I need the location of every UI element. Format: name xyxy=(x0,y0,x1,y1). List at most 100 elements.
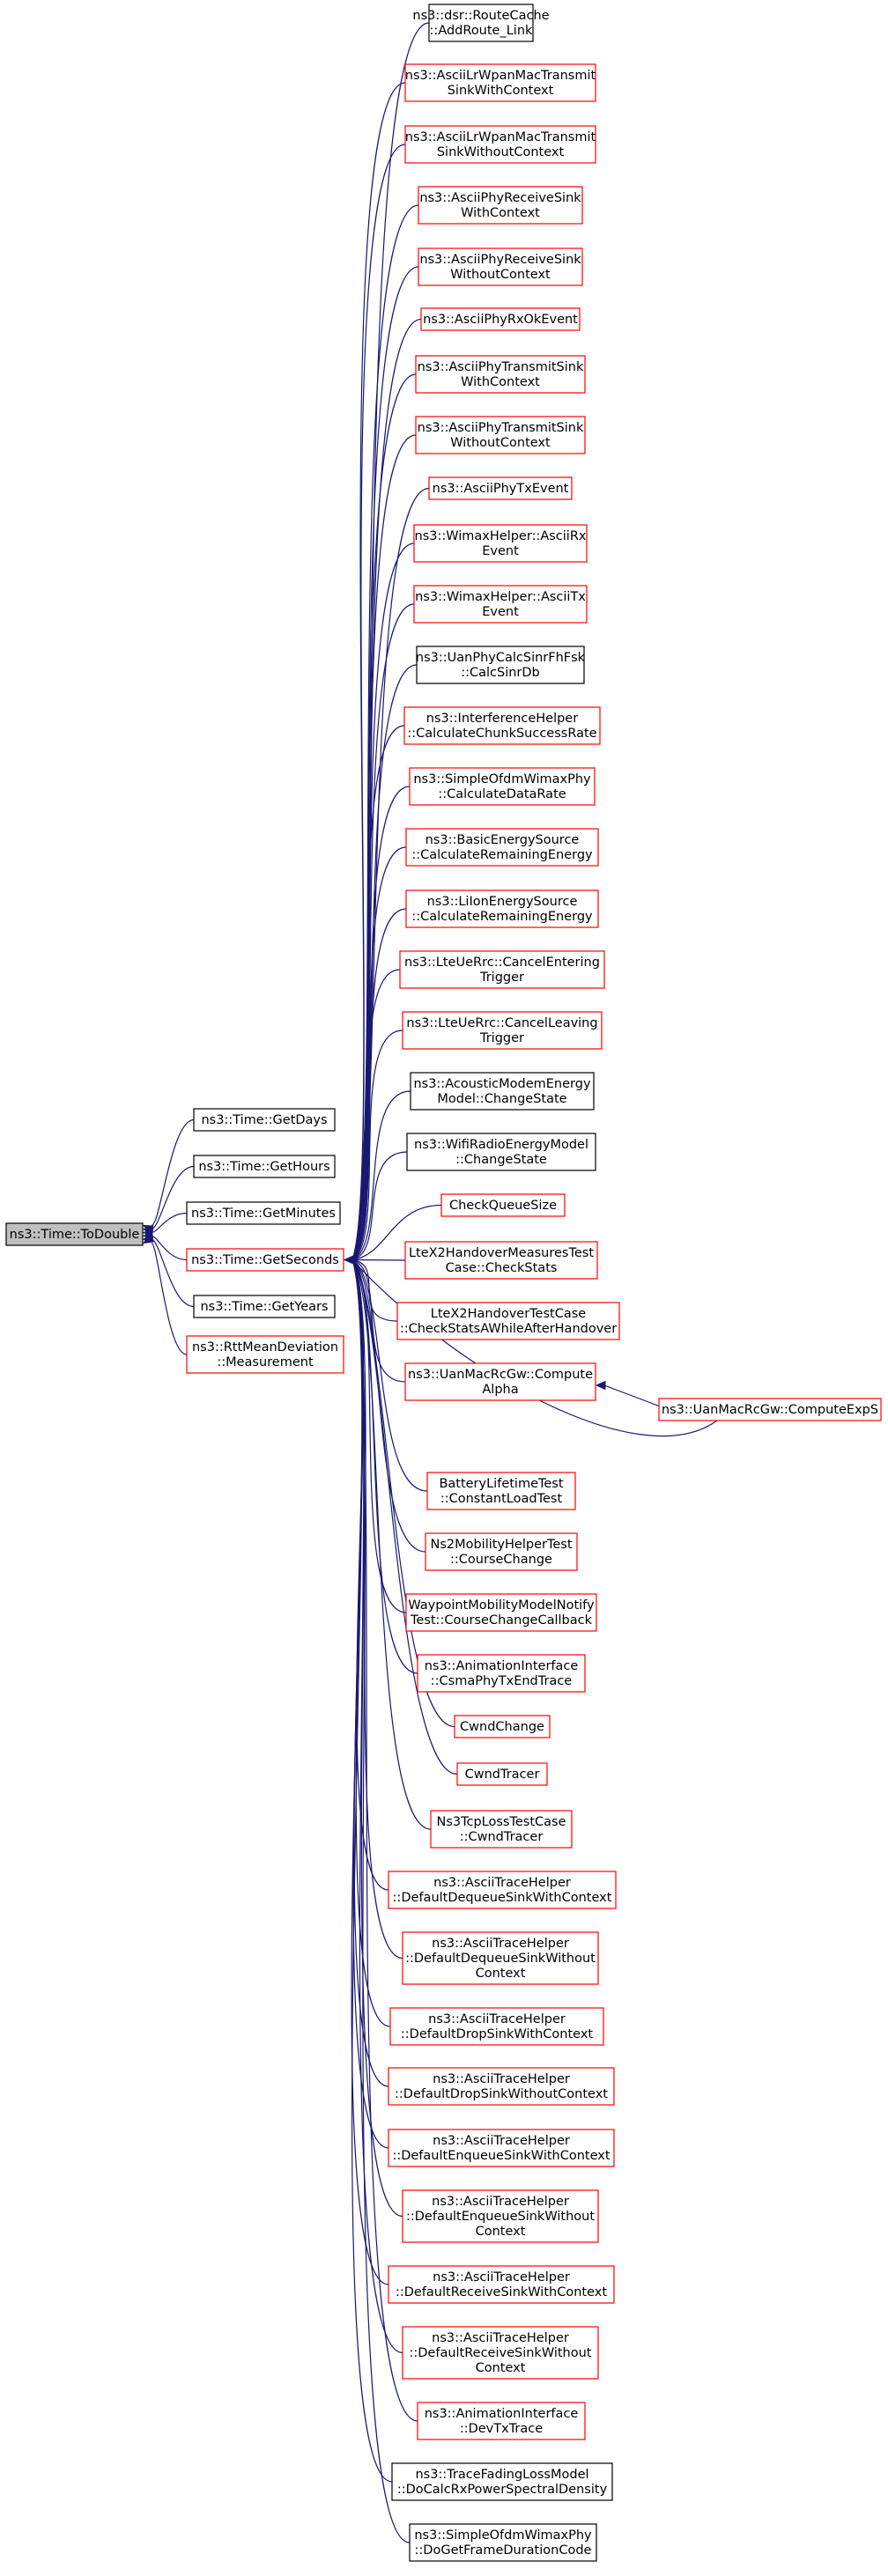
call-graph-nodes: ns3::Time::ToDoublens3::Time::GetDaysns3… xyxy=(5,4,882,2562)
graph-node-c41[interactable]: ns3::SimpleOfdmWimaxPhy::DoGetFrameDurat… xyxy=(409,2523,597,2562)
graph-node-box xyxy=(5,1222,144,1246)
graph-node-label: ns3::AsciiLrWpanMacTransmit xyxy=(405,130,596,144)
graph-node-label: BatteryLifetimeTest xyxy=(439,1477,563,1491)
graph-node-label: Trigger xyxy=(479,1031,524,1045)
graph-node-c39[interactable]: ns3::AnimationInterface::DevTxTrace xyxy=(417,2402,586,2440)
graph-node-c24[interactable]: BatteryLifetimeTest::ConstantLoadTest xyxy=(426,1472,576,1510)
graph-node-label: ns3::AsciiTraceHelper xyxy=(432,1937,569,1951)
graph-node-n6[interactable]: ns3::RttMeanDeviation::Measurement xyxy=(186,1335,344,1374)
graph-node-label: ns3::SimpleOfdmWimaxPhy xyxy=(413,772,591,786)
graph-node-n0[interactable]: ns3::Time::ToDouble xyxy=(5,1222,144,1246)
graph-node-label: ns3::AsciiTraceHelper xyxy=(433,2270,570,2284)
graph-node-c13[interactable]: ns3::SimpleOfdmWimaxPhy::CalculateDataRa… xyxy=(409,767,596,806)
graph-node-c12[interactable]: ns3::InterferenceHelper::CalculateChunkS… xyxy=(403,706,601,745)
graph-node-c1[interactable]: ns3::AsciiLrWpanMacTransmitSinkWithConte… xyxy=(404,63,596,102)
graph-node-label: ::CalculateDataRate xyxy=(438,787,566,801)
graph-node-n5[interactable]: ns3::Time::GetYears xyxy=(193,1295,336,1318)
graph-node-c11[interactable]: ns3::UanPhyCalcSinrFhFsk::CalcSinrDb xyxy=(416,646,586,684)
edge-c2-to-n4 xyxy=(352,144,406,1260)
graph-node-label: ns3::AsciiTraceHelper xyxy=(428,2012,566,2026)
graph-node-c14[interactable]: ns3::BasicEnergySource::CalculateRemaini… xyxy=(405,828,599,867)
graph-node-label: ns3::AsciiTraceHelper xyxy=(433,2134,570,2148)
graph-node-c36[interactable]: ns3::AsciiTraceHelper::DefaultEnqueueSin… xyxy=(402,2189,599,2243)
graph-node-c2[interactable]: ns3::AsciiLrWpanMacTransmitSinkWithoutCo… xyxy=(404,125,596,164)
arrow-n6-to-n0 xyxy=(142,1234,154,1244)
graph-node-c19[interactable]: ns3::WifiRadioEnergyModel::ChangeState xyxy=(406,1133,596,1171)
graph-node-label: ns3::Time::GetYears xyxy=(200,1300,328,1314)
graph-node-box xyxy=(415,355,586,394)
graph-node-label: LteX2HandoverMeasuresTest xyxy=(409,1246,594,1260)
graph-node-c23b[interactable]: ns3::UanMacRcGw::ComputeExpS xyxy=(658,1398,882,1421)
graph-node-c34[interactable]: ns3::AsciiTraceHelper::DefaultDropSinkWi… xyxy=(388,2067,615,2106)
graph-node-label: CwndTracer xyxy=(465,1768,540,1782)
graph-node-n1[interactable]: ns3::Time::GetDays xyxy=(193,1108,336,1132)
graph-node-label: ::CalcSinrDb xyxy=(461,666,540,680)
graph-node-c5[interactable]: ns3::AsciiPhyRxOkEvent xyxy=(420,307,581,331)
graph-node-label: ::ChangeState xyxy=(455,1153,547,1167)
graph-node-c33[interactable]: ns3::AsciiTraceHelper::DefaultDropSinkWi… xyxy=(389,2007,604,2046)
graph-node-label: Test::CourseChangeCallback xyxy=(410,1613,593,1628)
graph-node-c21[interactable]: LteX2HandoverMeasuresTestCase::CheckStat… xyxy=(404,1241,598,1280)
graph-node-box xyxy=(425,1532,578,1571)
graph-node-label: ns3::LteUeRrc::CancelLeaving xyxy=(406,1016,597,1030)
graph-node-label: ::DefaultReceiveSinkWithout xyxy=(409,2346,591,2360)
graph-node-c31[interactable]: ns3::AsciiTraceHelper::DefaultDequeueSin… xyxy=(388,1871,617,1909)
graph-node-box xyxy=(410,1072,595,1111)
graph-node-c27[interactable]: ns3::AnimationInterface::CsmaPhyTxEndTra… xyxy=(417,1654,586,1693)
graph-node-label: ::CalculateRemainingEnergy xyxy=(411,910,593,924)
graph-node-box xyxy=(404,125,596,164)
graph-node-c29[interactable]: CwndTracer xyxy=(456,1762,548,1786)
graph-node-label: WaypointMobilityModelNotify xyxy=(408,1598,595,1613)
graph-node-c15[interactable]: ns3::LiIonEnergySource::CalculateRemaini… xyxy=(405,889,599,928)
graph-node-label: WithContext xyxy=(461,375,540,389)
graph-node-label: ns3::SimpleOfdmWimaxPhy xyxy=(414,2528,592,2543)
graph-node-c37[interactable]: ns3::AsciiTraceHelper::DefaultReceiveSin… xyxy=(388,2265,615,2304)
graph-node-box xyxy=(193,1155,336,1178)
graph-node-c26[interactable]: WaypointMobilityModelNotifyTest::CourseC… xyxy=(405,1593,597,1632)
graph-node-label: ::DefaultDequeueSinkWithContext xyxy=(393,1891,612,1905)
graph-node-n3[interactable]: ns3::Time::GetMinutes xyxy=(186,1201,341,1225)
edge-c31-to-n4 xyxy=(352,1259,389,1891)
graph-node-box xyxy=(391,2462,613,2501)
graph-node-box xyxy=(405,1593,597,1632)
graph-node-c35[interactable]: ns3::AsciiTraceHelper::DefaultEnqueueSin… xyxy=(388,2129,615,2167)
graph-node-label: ns3::Time::GetDays xyxy=(201,1113,327,1127)
graph-node-c40[interactable]: ns3::TraceFadingLossModel::DoCalcRxPower… xyxy=(391,2462,613,2501)
graph-node-c32[interactable]: ns3::AsciiTraceHelper::DefaultDequeueSin… xyxy=(402,1931,599,1985)
graph-node-box xyxy=(186,1335,344,1374)
graph-node-label: ::DefaultDequeueSinkWithout xyxy=(405,1952,596,1966)
graph-node-label: ns3::AcousticModemEnergy xyxy=(413,1077,590,1091)
graph-node-c18[interactable]: ns3::AcousticModemEnergyModel::ChangeSta… xyxy=(410,1072,595,1111)
graph-node-label: ::DefaultDropSinkWithContext xyxy=(401,2027,593,2041)
graph-node-c28[interactable]: CwndChange xyxy=(454,1715,551,1738)
graph-node-c38[interactable]: ns3::AsciiTraceHelper::DefaultReceiveSin… xyxy=(402,2326,599,2380)
graph-node-c22[interactable]: LteX2HandoverTestCase::CheckStatsAWhileA… xyxy=(396,1302,620,1340)
graph-node-label: ns3::TraceFadingLossModel xyxy=(415,2468,588,2482)
graph-node-label: ::DoGetFrameDurationCode xyxy=(415,2543,592,2558)
graph-node-c20[interactable]: CheckQueueSize xyxy=(440,1193,566,1217)
graph-node-c25[interactable]: Ns2MobilityHelperTest::CourseChange xyxy=(425,1532,578,1571)
graph-node-n4[interactable]: ns3::Time::GetSeconds xyxy=(186,1248,344,1272)
graph-node-c30[interactable]: Ns3TcpLossTestCase::CwndTracer xyxy=(430,1810,573,1849)
graph-node-label: Ns3TcpLossTestCase xyxy=(436,1815,566,1829)
edge-c10-to-n4 xyxy=(352,603,415,1260)
graph-node-box xyxy=(409,2523,597,2562)
graph-node-label: ns3::AsciiPhyReceiveSink xyxy=(419,191,581,205)
graph-node-label: ns3::BasicEnergySource xyxy=(426,833,580,847)
graph-node-box xyxy=(402,1011,603,1050)
graph-node-box xyxy=(404,63,596,102)
graph-node-c8[interactable]: ns3::AsciiPhyTxEvent xyxy=(428,476,573,500)
graph-node-box xyxy=(405,828,599,867)
graph-node-n2[interactable]: ns3::Time::GetHours xyxy=(193,1155,336,1178)
graph-node-c0[interactable]: ns3::dsr::RouteCache::AddRoute_Link xyxy=(412,4,550,42)
